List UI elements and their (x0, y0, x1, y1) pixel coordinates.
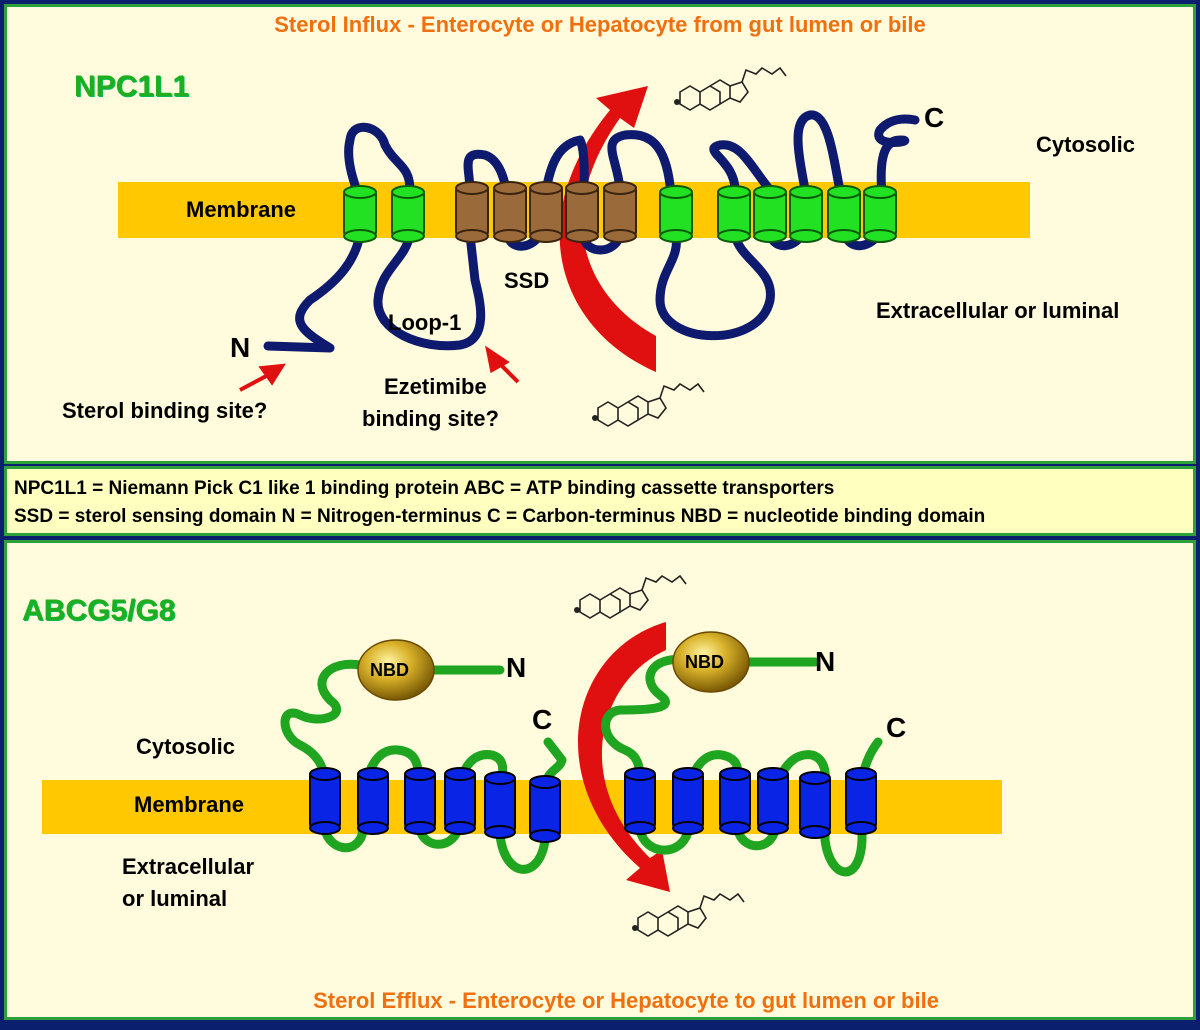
helix-blue (845, 767, 877, 835)
helix-green (717, 185, 751, 243)
helix-brown (529, 181, 563, 243)
influx-heading: Sterol Influx - Enterocyte or Hepatocyte… (274, 12, 926, 37)
efflux-heading: Sterol Efflux - Enterocyte or Hepatocyte… (313, 988, 939, 1013)
c-terminus-label-top: C (924, 102, 945, 133)
ezetimibe-label-line2: binding site? (362, 406, 499, 431)
helix-brown (455, 181, 489, 243)
extracellular-label-bottom-line2: or luminal (122, 886, 228, 911)
helix-blue (484, 771, 516, 839)
legend-line-2: SSD = sterol sensing domain N = Nitrogen… (14, 506, 986, 527)
helix-blue (404, 767, 436, 835)
helix-green (753, 185, 787, 243)
helix-blue (757, 767, 789, 835)
helix-blue (529, 775, 561, 843)
helix-brown (493, 181, 527, 243)
membrane-label-top: Membrane (186, 197, 297, 222)
membrane-label-bottom: Membrane (134, 792, 245, 817)
c-terminus-label-right: C (886, 712, 907, 743)
sterol-site-pointer (239, 363, 286, 392)
sterol-molecule-top (673, 67, 787, 111)
sterol-binding-site-label: Sterol binding site? (62, 398, 268, 423)
helix-blue (624, 767, 656, 835)
c-terminus-label-left: C (532, 704, 553, 735)
extracellular-label-bottom-line1: Extracellular (122, 854, 255, 879)
nbd-sphere-right (672, 631, 750, 693)
cytosolic-label-top: Cytosolic (1036, 132, 1136, 157)
abc-helices (309, 767, 877, 843)
ezetimibe-label-line1: Ezetimibe (384, 374, 487, 399)
efflux-arrow (578, 622, 670, 892)
nbd-label-right: NBD (685, 652, 724, 672)
abcg5-g8-title: ABCG5/G8 (22, 594, 176, 627)
npc1l1-title: NPC1L1 (74, 70, 190, 103)
ezetimibe-site-pointer (485, 345, 520, 384)
cytosolic-label-bottom: Cytosolic (136, 734, 236, 759)
helix-green (789, 185, 823, 243)
helix-blue (444, 767, 476, 835)
helix-blue (309, 767, 341, 835)
helix-green (827, 185, 861, 243)
helix-green (659, 185, 693, 243)
npc1l1-helices (343, 181, 897, 243)
legend-line-1: NPC1L1 = Niemann Pick C1 like 1 binding … (14, 478, 835, 499)
ssd-label: SSD (504, 268, 550, 293)
nbd-label-left: NBD (370, 660, 409, 680)
loop-1-label: Loop-1 (388, 310, 462, 335)
n-terminus-label-right: N (815, 646, 836, 677)
membrane-band-bottom (42, 780, 1002, 834)
sterol-molecule-bottom (631, 893, 745, 937)
n-terminus-label-top: N (230, 332, 251, 363)
helix-blue (357, 767, 389, 835)
helix-green (391, 185, 425, 243)
abcg5-chain (280, 659, 567, 874)
sterol-molecule-lumen (591, 383, 705, 427)
nbd-sphere-left (357, 639, 435, 701)
extracellular-label-top: Extracellular or luminal (876, 298, 1120, 323)
n-terminus-label-left: N (506, 652, 527, 683)
helix-brown (565, 181, 599, 243)
helix-blue (672, 767, 704, 835)
helix-blue (799, 771, 831, 839)
abcg8-chain (601, 654, 883, 877)
helix-brown (603, 181, 637, 243)
helix-blue (719, 767, 751, 835)
legend-panel (4, 466, 1196, 536)
helix-green (343, 185, 377, 243)
helix-green (863, 185, 897, 243)
sterol-molecule-top-bottom-panel (573, 575, 687, 619)
